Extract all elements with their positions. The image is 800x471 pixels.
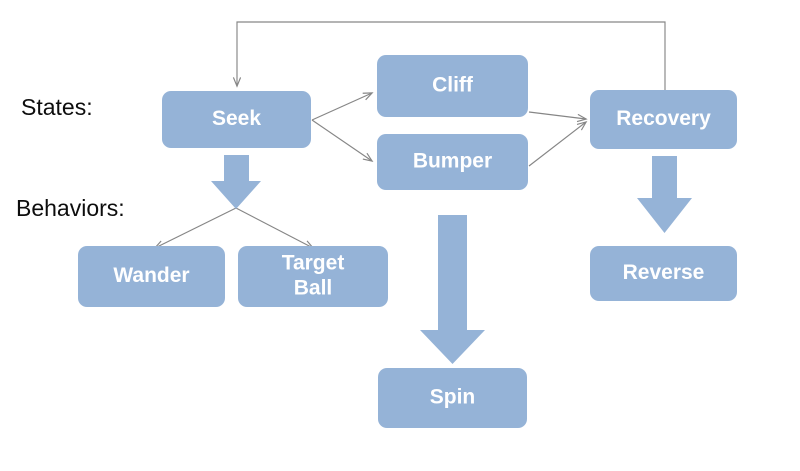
node-label-seek: Seek (212, 107, 261, 130)
node-box-recovery[interactable] (590, 90, 737, 149)
node-label-cliff: Cliff (432, 74, 474, 97)
node-label-recovery: Recovery (616, 107, 711, 130)
transition-cliff-to-recovery (528, 111, 588, 123)
node-label-bumper: Bumper (413, 150, 492, 173)
node-box-spin[interactable] (378, 368, 527, 428)
block-arrow-seek-block-arrow (211, 155, 261, 209)
node-label-spin: Spin (430, 386, 476, 409)
node-box-seek[interactable] (162, 91, 311, 148)
transition-seek-to-target (235, 207, 315, 249)
node-cliff[interactable]: Cliff (377, 55, 528, 117)
node-label-wander: Wander (113, 264, 189, 287)
node-label-target-ball: Ball (294, 277, 333, 300)
states-label: States: (21, 94, 93, 120)
transition-bumper-to-recovery (528, 120, 588, 167)
transition-seek-to-bumper (311, 119, 374, 162)
node-wander[interactable]: Wander (78, 246, 225, 307)
block-arrow-recovery-block-arrow (637, 156, 692, 233)
node-box-target-ball[interactable] (238, 246, 388, 307)
node-recovery[interactable]: Recovery (590, 90, 737, 149)
transition-seek-to-wander (153, 207, 237, 249)
node-box-wander[interactable] (78, 246, 225, 307)
row-label-layer: States: Behaviors: (16, 94, 125, 221)
transition-seek-to-cliff (311, 92, 374, 121)
node-spin[interactable]: Spin (378, 368, 527, 428)
node-reverse[interactable]: Reverse (590, 246, 737, 301)
connector-layer (153, 21, 666, 249)
behaviors-label: Behaviors: (16, 195, 125, 221)
node-label-target-ball: Target (282, 252, 345, 275)
node-box-cliff[interactable] (377, 55, 528, 117)
block-arrow-bumper-block-arrow (420, 215, 485, 364)
transition-recovery-to-seek (232, 21, 666, 90)
node-label-reverse: Reverse (623, 261, 705, 284)
node-box-bumper[interactable] (377, 134, 528, 190)
node-bumper[interactable]: Bumper (377, 134, 528, 190)
node-box-reverse[interactable] (590, 246, 737, 301)
block-arrow-layer (211, 155, 692, 364)
node-seek[interactable]: Seek (162, 91, 311, 148)
